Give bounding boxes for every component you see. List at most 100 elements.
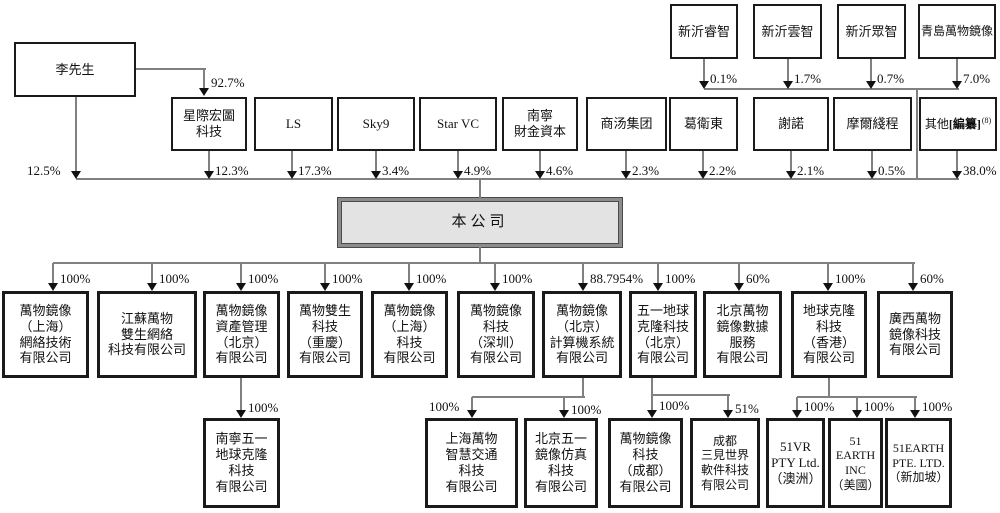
node-label-line: 成都 xyxy=(712,433,737,448)
arrowhead-down-icon xyxy=(852,410,862,418)
connector-line xyxy=(727,395,729,412)
node-label-line: 謝諾 xyxy=(777,116,804,132)
connector-line xyxy=(240,263,242,285)
connector-line xyxy=(472,396,585,398)
node-label-line: 萬物鏡像 xyxy=(555,302,608,318)
ownership-percentage-label: 100% xyxy=(864,399,895,414)
node-label-line: 萬物雙生 xyxy=(298,302,351,318)
connector-line xyxy=(582,378,584,397)
node-jiangsu-wanwu-shuangsheng: 江蘇萬物雙生網絡科技有限公司 xyxy=(97,291,197,378)
connector-line xyxy=(790,151,792,173)
node-label-line: EARTH xyxy=(835,448,876,463)
node-label-line: 有限公司 xyxy=(700,477,749,492)
arrowhead-down-icon xyxy=(287,171,297,179)
node-label-line: （成都） xyxy=(619,463,672,478)
arrowhead-down-icon xyxy=(236,283,246,291)
node-label-line: 廣西萬物 xyxy=(888,310,941,326)
connector-line xyxy=(828,378,830,397)
node-xinyi-yunzhi: 新沂雲智 xyxy=(753,4,822,59)
arrowhead-down-icon xyxy=(490,283,500,291)
arrowhead-down-icon xyxy=(647,410,657,418)
arrowhead-down-icon xyxy=(908,283,918,291)
node-shanghai-wanwu-smart-traffic: 上海萬物智慧交通科技有限公司 xyxy=(425,418,518,508)
node-label-line: 上海萬物 xyxy=(445,431,498,447)
arrowhead-down-icon xyxy=(783,81,793,89)
node-label-line: 李先生 xyxy=(55,61,95,77)
ownership-percentage-label: 100% xyxy=(248,271,279,286)
connector-line xyxy=(457,151,459,173)
arrowhead-down-icon xyxy=(467,410,477,418)
connector-line xyxy=(956,59,958,83)
node-guangxi-wanwu-jingxiang: 廣西萬物鏡像科技有限公司 xyxy=(877,291,953,378)
node-label-line: 資產管理 xyxy=(215,318,268,334)
node-label-line: （澳洲） xyxy=(769,470,822,486)
ownership-percentage-label: 12.3% xyxy=(215,163,249,178)
node-label-line: 有限公司 xyxy=(215,350,268,366)
node-label-line: 科技 xyxy=(396,334,423,350)
node-beijing-wuyi-jingxiang-simulation: 北京五一鏡像仿真科技有限公司 xyxy=(524,418,598,508)
ownership-percentage-label: 38.0% xyxy=(963,163,997,178)
arrowhead-down-icon xyxy=(952,171,962,179)
connector-line xyxy=(240,378,242,412)
ownership-percentage-label: 88.7954% xyxy=(590,271,644,286)
ownership-percentage-label: 100% xyxy=(429,399,460,414)
arrowhead-down-icon xyxy=(371,171,381,179)
node-qingdao-wanwu-jingxiang: 青島萬物鏡像 xyxy=(918,4,996,59)
node-label-line: 有限公司 xyxy=(215,478,268,494)
node-label-line: 網絡技術 xyxy=(19,334,72,350)
arrowhead-down-icon xyxy=(559,410,569,418)
ownership-percentage-label: 100% xyxy=(332,271,363,286)
node-label-line: （上海） xyxy=(383,318,436,334)
ownership-percentage-label: 100% xyxy=(159,271,190,286)
node-label-line: 有限公司 xyxy=(888,342,941,358)
node-label-line: 有限公司 xyxy=(716,350,769,366)
arrowhead-down-icon xyxy=(236,410,246,418)
connector-line xyxy=(408,263,410,285)
arrowhead-down-icon xyxy=(653,283,663,291)
node-label-line: 地球克隆 xyxy=(802,302,855,318)
node-label-line: 青島萬物鏡像 xyxy=(920,24,993,39)
node-moer-xiancheng: 摩爾綫程 xyxy=(833,97,912,151)
connector-line xyxy=(471,397,473,412)
node-label-line: 北京五一 xyxy=(534,431,587,447)
ownership-percentage-label: 100% xyxy=(502,271,533,286)
connector-line xyxy=(914,397,916,412)
node-label-line: 鏡像仿真 xyxy=(534,447,587,463)
connector-line xyxy=(324,263,326,285)
node-wanwu-jingxiang-shanghai-tech: 萬物鏡像（上海）科技有限公司 xyxy=(371,291,448,378)
ownership-percentage-label: 2.1% xyxy=(797,163,825,178)
node-label-line: 有限公司 xyxy=(469,350,522,366)
node-label-line: PTY Ltd. xyxy=(771,455,820,471)
node-label-line: 有限公司 xyxy=(383,350,436,366)
ownership-percentage-label: 100% xyxy=(248,400,279,415)
node-label-line: 南寧五一 xyxy=(215,431,268,447)
node-label-line: 克隆科技 xyxy=(636,318,689,334)
node-wanwu-shuangsheng-chongqing: 萬物雙生科技（重慶）有限公司 xyxy=(287,291,363,378)
node-label-line: 北京萬物 xyxy=(716,302,769,318)
node-label-line: （上海） xyxy=(19,318,72,334)
node-label-line: 萬物鏡像 xyxy=(215,302,268,318)
connector-line xyxy=(136,68,206,70)
connector-line xyxy=(956,151,958,173)
connector-line xyxy=(652,394,730,396)
node-label-line: 五一地球 xyxy=(636,302,689,318)
node-label-line: 本公司 xyxy=(451,214,509,231)
node-label-line: 萬物鏡像 xyxy=(469,302,522,318)
connector-line xyxy=(827,263,829,285)
ownership-percentage-label: 51% xyxy=(735,401,759,416)
node-xie-nuo: 謝諾 xyxy=(753,97,829,151)
node-the-company: 本公司 xyxy=(337,197,623,248)
connector-line xyxy=(704,88,959,90)
node-label-line: 鏡像科技 xyxy=(888,326,941,342)
footnote-superscript: (8) xyxy=(981,116,992,126)
node-label-line: 江蘇萬物 xyxy=(120,310,173,326)
node-label-line: 有限公司 xyxy=(555,350,608,366)
ownership-percentage-label: 100% xyxy=(659,398,690,413)
node-label-line: 服務 xyxy=(729,334,756,350)
node-label-line: 三見世界 xyxy=(700,448,749,463)
ownership-percentage-label: 60% xyxy=(746,271,770,286)
node-label-line: 科技 xyxy=(311,318,338,334)
node-label-line: 51EARTH xyxy=(892,441,945,456)
node-label-line: （新加坡） xyxy=(888,470,949,485)
